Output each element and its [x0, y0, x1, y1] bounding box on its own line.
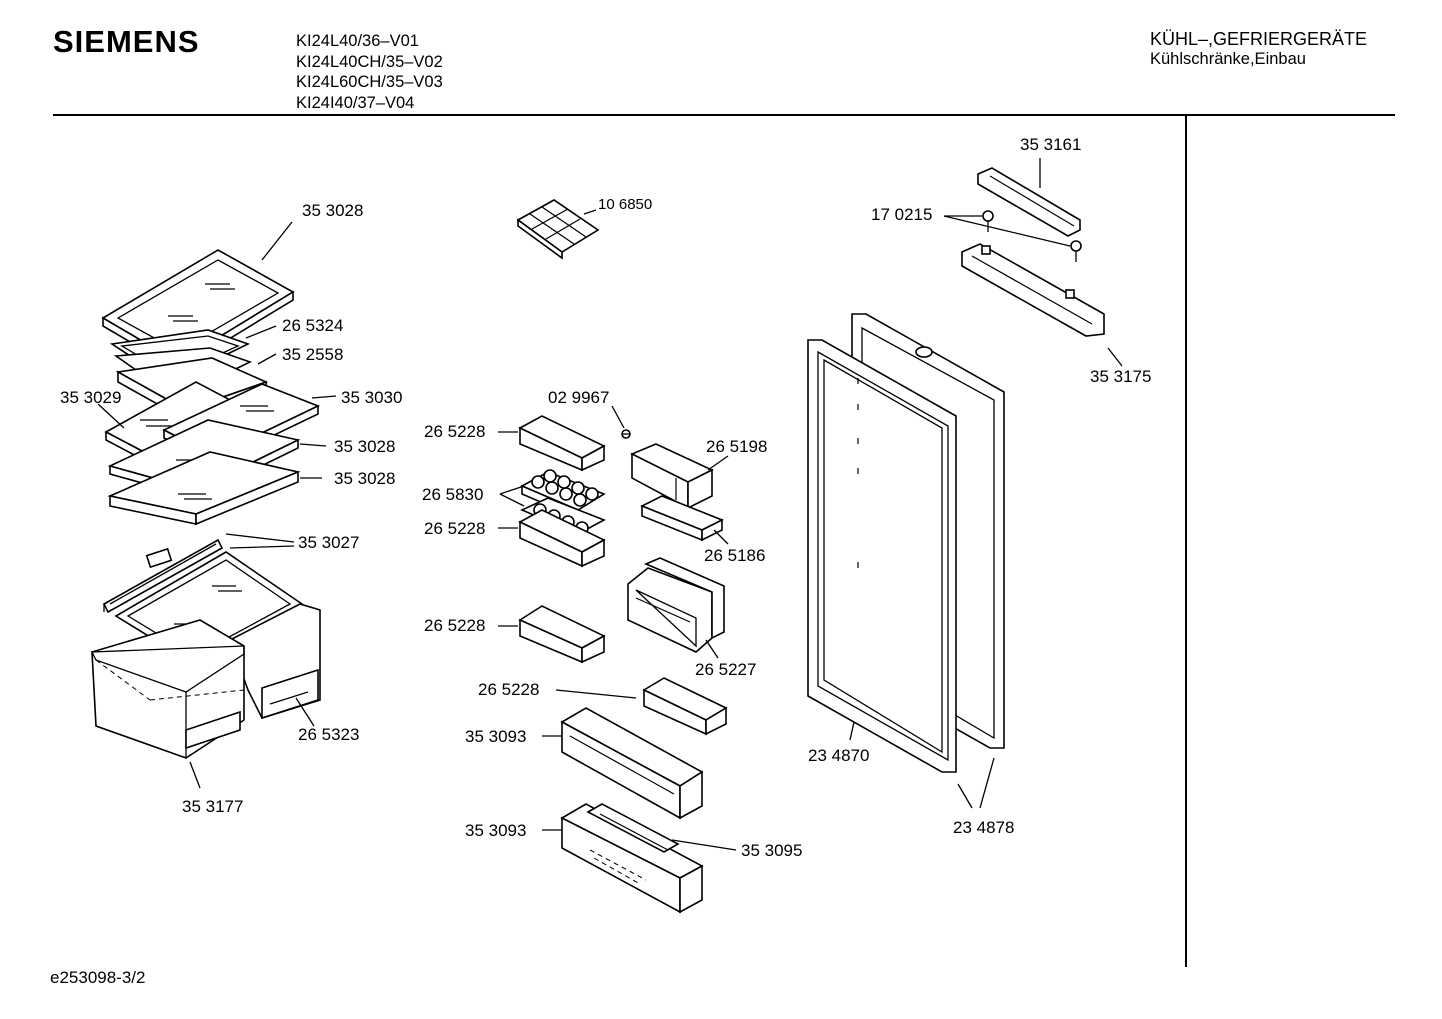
leader-lines: [97, 158, 1123, 851]
part-label: 26 5228: [424, 519, 485, 538]
part-label: 26 5228: [424, 616, 485, 635]
part-label: 26 5227: [695, 660, 756, 679]
fixing-screw-a: [982, 210, 994, 232]
ice-cube-tray: [516, 199, 600, 260]
door-bin-middle: [627, 557, 725, 653]
part-label: 35 3177: [182, 797, 243, 816]
part-label: 26 5228: [478, 680, 539, 699]
door-bottle-bin-lower: [560, 803, 704, 914]
small-screw-02: [621, 429, 631, 439]
part-label: 26 5198: [706, 437, 767, 456]
part-label: 26 5324: [282, 316, 343, 335]
part-label: 17 0215: [871, 205, 932, 224]
model-number: KI24L60CH/35–V03: [296, 73, 443, 91]
part-label: 35 3030: [341, 388, 402, 407]
model-list: KI24L40/36–V01 KI24L40CH/35–V02 KI24L60C…: [296, 31, 443, 113]
handle-cover: [977, 167, 1081, 237]
part-label: 35 3028: [302, 201, 363, 220]
door-seal: [807, 339, 957, 773]
crisper-drawer-left: [90, 619, 245, 759]
part-label: 23 4878: [953, 818, 1014, 837]
part-label: 35 3029: [60, 388, 121, 407]
hinge-bracket: [961, 243, 1105, 337]
door-bin-small-c: [518, 605, 606, 664]
part-label: 26 5323: [298, 725, 359, 744]
model-number: KI24L40/36–V01: [296, 32, 419, 50]
header-rule: [53, 114, 1395, 116]
door-bottle-bin-upper: [560, 707, 704, 820]
part-label: 35 3095: [741, 841, 802, 860]
part-label: 26 5186: [704, 546, 765, 565]
category-block: KÜHL–,GEFRIERGERÄTE Kühlschränke,Einbau: [1150, 29, 1367, 69]
brand-logo: SIEMENS: [53, 24, 200, 59]
fixing-screw-b: [1070, 240, 1082, 262]
covered-dairy-compartment: [630, 443, 714, 510]
part-label: 35 2558: [282, 345, 343, 364]
door-bin-small-b: [518, 509, 606, 568]
part-label: 26 5228: [424, 422, 485, 441]
part-label: 35 3093: [465, 727, 526, 746]
part-label: 35 3027: [298, 533, 359, 552]
part-label: 35 3028: [334, 469, 395, 488]
model-number: KI24L40CH/35–V02: [296, 52, 443, 71]
dairy-tray: [640, 495, 724, 542]
document-id: e253098-3/2: [50, 968, 146, 987]
part-label: 35 3028: [334, 437, 395, 456]
part-label: 35 3175: [1090, 367, 1151, 386]
category-title: KÜHL–,GEFRIERGERÄTE: [1150, 29, 1368, 49]
model-number: KI24I40/37–V04: [296, 93, 415, 112]
side-rule: [1185, 116, 1187, 967]
part-label: 10 6850: [598, 196, 652, 213]
part-label: 26 5830: [422, 485, 483, 504]
glass-shelf-low: [107, 451, 301, 526]
door-bin-small-d: [642, 677, 728, 736]
door-bin-small-a: [518, 415, 606, 472]
part-label: 35 3093: [465, 821, 526, 840]
part-label: 02 9967: [548, 388, 609, 407]
category-subtitle: Kühlschränke,Einbau: [1150, 50, 1306, 68]
part-label: 35 3161: [1020, 135, 1081, 154]
crisper-drawer-right: [229, 603, 321, 720]
part-label: 23 4870: [808, 746, 869, 765]
